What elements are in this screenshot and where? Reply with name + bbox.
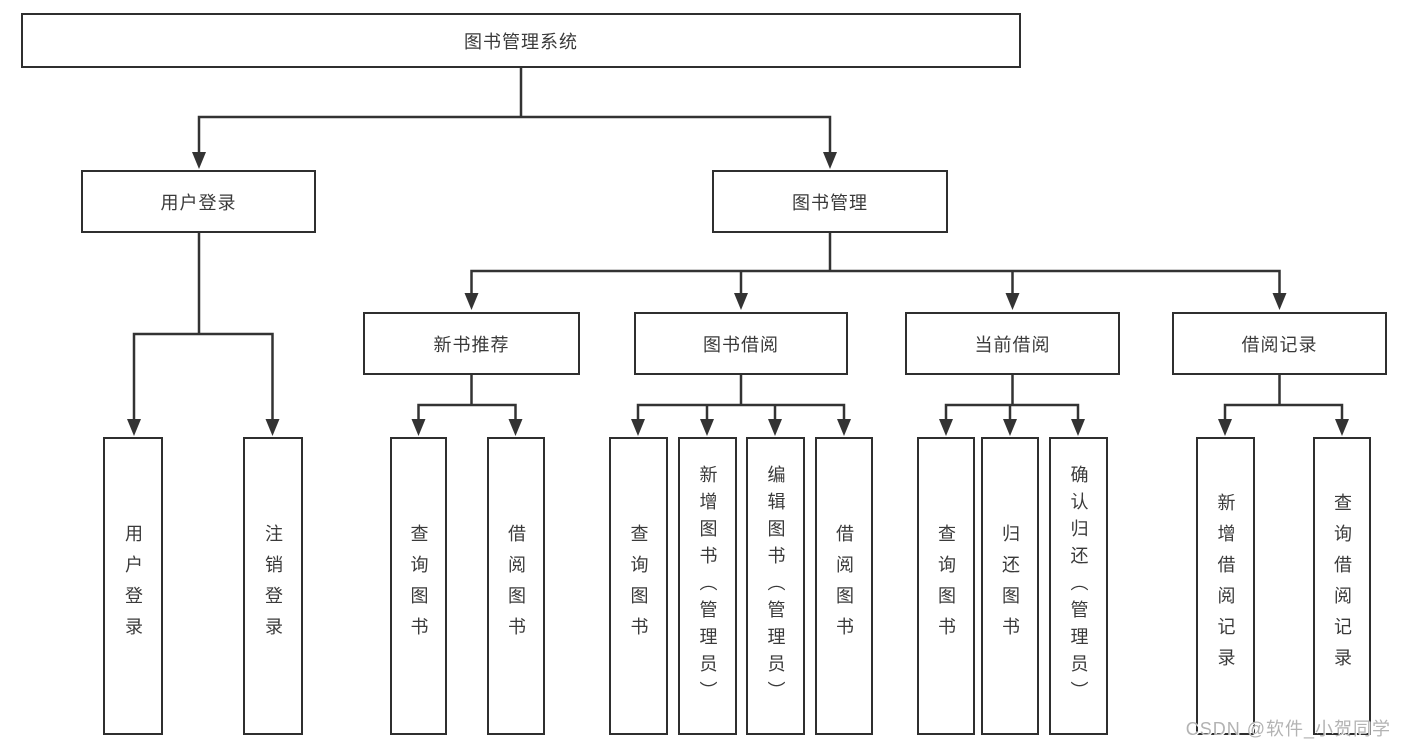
recommend-branch-line [417,403,517,421]
node-current-borrow: 当前借阅 [905,312,1120,375]
node-book-borrow: 图书借阅 [634,312,848,375]
records-branch-line [1223,403,1344,421]
node-borrow-records: 借阅记录 [1172,312,1387,375]
node-new-book-recommend-label: 新书推荐 [433,334,510,355]
leaf-records-query-record: 查询借阅记录 [1313,437,1371,735]
leaf-records-add-record: 新增借阅记录 [1196,437,1255,735]
level2-branch-line [197,115,832,155]
arrow-down-icon [631,419,645,436]
leaf-logout-label: 注销登录 [263,524,283,648]
leaf-recommend-borrow-books: 借阅图书 [487,437,545,735]
leaf-recommend-query-books-label: 查询图书 [408,524,429,648]
arrow-down-icon [127,419,141,436]
arrow-down-icon [1272,293,1287,310]
leaf-user-login: 用户登录 [103,437,163,735]
borrow-branch-line [636,403,846,421]
leaf-recommend-query-books: 查询图书 [390,437,447,735]
leaf-user-login-label: 用户登录 [123,524,143,648]
leaf-records-add-record-label: 新增借阅记录 [1215,493,1236,679]
leaf-current-query-books-label: 查询图书 [936,524,956,648]
arrow-down-icon [1071,419,1085,436]
level3-branch-line [470,269,1281,296]
arrow-down-icon [1003,419,1017,436]
current-branch-line [944,403,1080,421]
leaf-borrow-borrow-books-label: 借阅图书 [834,524,854,648]
node-user-login-label: 用户登录 [160,192,237,213]
node-root-label: 图书管理系统 [464,31,578,52]
node-new-book-recommend: 新书推荐 [363,312,580,375]
leaf-borrow-add-books-admin-label: 新增图书（管理员） [697,464,718,708]
node-user-login: 用户登录 [81,170,316,233]
node-book-borrow-label: 图书借阅 [703,334,779,355]
leaf-borrow-edit-books-admin-label: 编辑图书（管理员） [765,464,786,708]
leaf-borrow-add-books-admin: 新增图书（管理员） [678,437,737,735]
arrow-down-icon [1335,419,1349,436]
leaf-current-return-books-label: 归还图书 [1000,524,1020,648]
arrow-down-icon [837,419,851,436]
leaf-borrow-borrow-books: 借阅图书 [815,437,873,735]
arrow-down-icon [823,152,837,169]
arrow-down-icon [768,419,782,436]
arrow-down-icon [411,419,426,436]
node-book-management: 图书管理 [712,170,948,233]
leaf-current-confirm-return-admin: 确认归还（管理员） [1049,437,1108,735]
leaf-recommend-borrow-books-label: 借阅图书 [506,524,526,648]
leaf-records-query-record-label: 查询借阅记录 [1332,493,1352,679]
node-book-management-label: 图书管理 [792,192,868,213]
leaf-logout: 注销登录 [243,437,303,735]
node-borrow-records-label: 借阅记录 [1241,334,1318,355]
arrow-down-icon [700,419,714,436]
arrow-down-icon [464,293,479,310]
arrow-down-icon [939,419,953,436]
watermark: CSDN @软件_小贺同学 [1185,719,1391,739]
leaf-current-confirm-return-admin-label: 确认归还（管理员） [1068,464,1089,708]
node-current-borrow-label: 当前借阅 [974,334,1051,355]
arrow-down-icon [265,419,280,436]
arrow-down-icon [192,152,206,169]
login-branch-line [132,332,274,421]
leaf-current-return-books: 归还图书 [981,437,1039,735]
arrow-down-icon [1218,419,1232,436]
arrow-down-icon [508,419,523,436]
arrow-down-icon [1005,293,1020,310]
leaf-borrow-query-books: 查询图书 [609,437,668,735]
leaf-borrow-edit-books-admin: 编辑图书（管理员） [746,437,805,735]
arrow-down-icon [734,293,748,310]
leaf-current-query-books: 查询图书 [917,437,975,735]
node-root: 图书管理系统 [21,13,1021,68]
leaf-borrow-query-books-label: 查询图书 [628,524,649,648]
